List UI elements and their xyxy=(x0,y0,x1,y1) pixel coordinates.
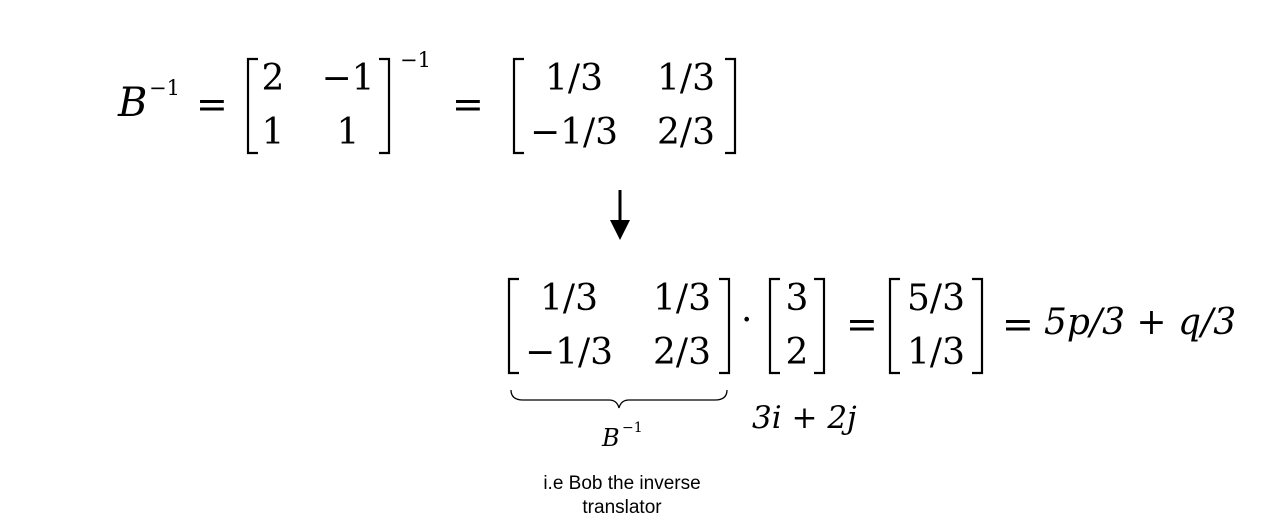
right-bracket xyxy=(719,277,731,375)
underbrace xyxy=(510,389,728,409)
matrix-cell: 2/3 xyxy=(653,332,711,373)
matrix-cell: 1/3 xyxy=(653,278,711,319)
vector-cell: 3 xyxy=(785,278,809,319)
caption: i.e Bob the inverse translator xyxy=(522,472,722,520)
left-bracket xyxy=(246,57,258,155)
equals-sign: = xyxy=(1002,302,1034,346)
vector-label: 3i + 2j xyxy=(752,400,857,436)
dot-operator: · xyxy=(741,300,753,341)
left-bracket xyxy=(768,277,780,375)
lhs-symbol: B xyxy=(118,80,148,126)
caption-line: i.e Bob the inverse xyxy=(543,473,701,494)
down-arrow-icon xyxy=(610,190,630,240)
left-bracket xyxy=(507,277,519,375)
vector-cell: 5/3 xyxy=(907,278,965,319)
lhs-exponent: −1 xyxy=(149,76,180,100)
matrix-cell: 1 xyxy=(336,112,360,153)
right-bracket xyxy=(725,57,737,155)
brace-label-exponent: −1 xyxy=(622,420,643,436)
caption-line: translator xyxy=(582,497,662,518)
matrix-cell: 2 xyxy=(261,58,285,99)
left-bracket xyxy=(512,57,524,155)
matrix-cell: 1/3 xyxy=(657,58,715,99)
equals-sign: = xyxy=(196,82,228,126)
result-expression: 5p/3 + q/3 xyxy=(1044,302,1237,343)
matrix-exponent: −1 xyxy=(400,48,431,72)
matrix-cell: −1 xyxy=(321,58,375,99)
left-bracket xyxy=(888,277,900,375)
vector-cell: 1/3 xyxy=(907,332,965,373)
right-bracket xyxy=(379,57,391,155)
equals-sign: = xyxy=(452,82,484,126)
matrix-cell: 1 xyxy=(261,112,285,153)
right-bracket xyxy=(814,277,826,375)
matrix-cell: 1/3 xyxy=(540,278,598,319)
matrix-cell: −1/3 xyxy=(529,112,619,153)
equals-sign: = xyxy=(846,302,878,346)
right-bracket xyxy=(972,277,984,375)
brace-label-symbol: B xyxy=(602,424,620,452)
matrix-cell: 1/3 xyxy=(545,58,603,99)
vector-cell: 2 xyxy=(785,332,809,373)
matrix-cell: −1/3 xyxy=(524,332,614,373)
matrix-cell: 2/3 xyxy=(657,112,715,153)
